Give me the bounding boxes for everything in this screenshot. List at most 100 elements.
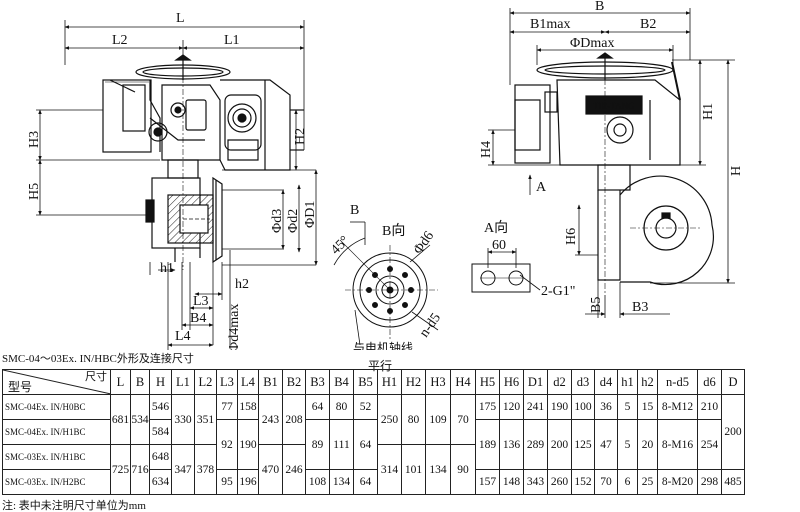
dim-H6: H6	[564, 228, 579, 245]
cell-L4: 190	[237, 419, 259, 470]
col-header: H1	[377, 369, 402, 395]
cell-H4: 70	[450, 394, 476, 445]
side-dimension-labels: B B1max B2 ΦDmax H1 H H4 H6 A B5 B3	[479, 0, 744, 315]
cell-H: 634	[149, 469, 172, 495]
col-header: L4	[237, 369, 259, 395]
cell-h1: 6	[617, 469, 638, 495]
col-header: H6	[499, 369, 524, 395]
cell-B2: 208	[282, 394, 306, 445]
col-header: D1	[523, 369, 548, 395]
view-b-arrow-label: B	[350, 203, 359, 218]
cell-L2: 351	[194, 394, 217, 445]
cell-L2: 378	[194, 444, 217, 495]
col-header: B5	[353, 369, 378, 395]
table-caption: SMC-04～03Ex. IN/HBC外形及连接尺寸	[2, 353, 194, 365]
view-b	[333, 221, 439, 346]
cell-H3: 109	[425, 394, 451, 445]
col-header: H2	[401, 369, 426, 395]
col-header: n-d5	[657, 369, 698, 395]
view-b-axis-note: 与电机轴线	[353, 340, 413, 350]
dim-L2: L2	[112, 33, 128, 48]
cell-n-d5: 8-M12	[657, 394, 698, 420]
cell-L: 725	[110, 444, 131, 495]
view-b-nd5: n-d5	[417, 311, 444, 341]
cell-d6: 210	[697, 394, 722, 420]
col-header: d4	[594, 369, 618, 395]
dim-B2: B2	[640, 17, 656, 32]
cell-h1: 5	[617, 394, 638, 420]
model-cell: SMC-03Ex. IN/H2BC	[2, 469, 111, 495]
col-header: L1	[171, 369, 195, 395]
dim-B1max: B1max	[530, 17, 570, 32]
cell-D1: 241	[523, 394, 548, 420]
cell-d3: 100	[571, 394, 595, 420]
cell-d4: 70	[594, 469, 618, 495]
cell-B5: 64	[353, 419, 378, 470]
cell-d2: 190	[547, 394, 572, 420]
cell-L4: 196	[237, 469, 259, 495]
cell-B: 534	[130, 394, 150, 445]
dim-B5: B5	[589, 297, 604, 313]
cell-h1: 5	[617, 419, 638, 470]
cell-H3: 134	[425, 444, 451, 495]
cell-D: 200	[721, 394, 745, 470]
cell-B5: 52	[353, 394, 378, 420]
dim-h1: h1	[160, 261, 174, 276]
cell-H6: 120	[499, 394, 524, 420]
col-header: d2	[547, 369, 572, 395]
col-header: H	[149, 369, 172, 395]
col-header: B4	[329, 369, 354, 395]
nameplate-label: TIE-TANG	[593, 101, 635, 111]
dim-B3: B3	[632, 300, 648, 315]
cell-d2: 260	[547, 469, 572, 495]
col-header: H5	[475, 369, 500, 395]
cell-B5: 64	[353, 469, 378, 495]
view-b-d6: Φd6	[411, 229, 437, 257]
front-view	[102, 54, 304, 270]
corner-diagonal	[3, 370, 110, 394]
cell-d4: 36	[594, 394, 618, 420]
front-dimension-labels: L L2 L1 H2 H3 H5 Φd3 Φd2 ΦD1 h1 h2 L3 B4…	[27, 11, 318, 350]
col-header: H4	[450, 369, 476, 395]
view-b-title: B向	[382, 223, 405, 239]
col-header: D	[721, 369, 745, 395]
cell-D1: 289	[523, 419, 548, 470]
model-cell: SMC-04Ex. IN/H0BC	[2, 394, 111, 420]
dim-B: B	[595, 0, 604, 14]
dim-H5: H5	[27, 183, 42, 200]
cell-L1: 347	[171, 444, 195, 495]
cell-H5: 189	[475, 419, 500, 470]
dim-L: L	[176, 11, 185, 26]
cell-H4: 90	[450, 444, 476, 495]
col-header: B	[130, 369, 150, 395]
table-row: SMC-04Ex. IN/H1BC 584 92 190 89 111 64 1…	[2, 419, 745, 470]
cell-n-d5: 8-M16	[657, 419, 698, 470]
front-dimensions	[36, 20, 318, 350]
cell-h2: 25	[637, 469, 658, 495]
cell-L3: 77	[216, 394, 238, 420]
cell-L1: 330	[171, 394, 195, 445]
cell-L3: 92	[216, 419, 238, 470]
corner-label-model: 型号	[8, 380, 33, 394]
cell-H: 546	[149, 394, 172, 420]
cell-H: 584	[149, 419, 172, 445]
view-a-title: A向	[484, 220, 508, 236]
view-a	[471, 248, 541, 293]
model-cell: SMC-04Ex. IN/H1BC	[2, 419, 111, 445]
cell-H5: 175	[475, 394, 500, 420]
cell-L4: 158	[237, 394, 259, 420]
col-header: L2	[194, 369, 217, 395]
side-view: TIE-TANG	[514, 52, 715, 295]
dimension-table: 尺寸 型号 L B H L1 L2 L3 L4 B1 B2 B3 B4 B5 H…	[2, 369, 745, 495]
dim-B4: B4	[190, 311, 206, 326]
view-b-angle: 45°	[328, 233, 352, 257]
cell-B4: 111	[329, 419, 354, 470]
cell-n-d5: 8-M20	[657, 469, 698, 495]
cell-d6: 254	[697, 419, 722, 470]
cell-d2: 200	[547, 419, 572, 470]
cell-H6: 148	[499, 469, 524, 495]
dim-H1: H1	[701, 103, 716, 120]
view-a-labels: A向 60 2-G1"	[484, 220, 576, 299]
cell-B: 716	[130, 444, 150, 495]
